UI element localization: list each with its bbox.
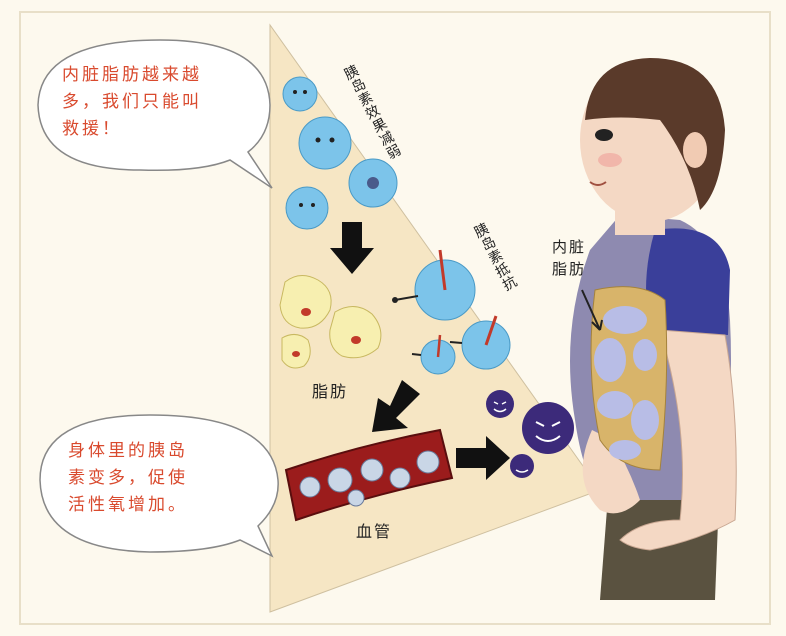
down-arrow-icon bbox=[330, 222, 374, 274]
fat-cell-icon bbox=[281, 334, 311, 369]
ros-icon bbox=[522, 402, 574, 454]
fat-blob bbox=[631, 400, 659, 440]
arm bbox=[619, 329, 737, 551]
hair bbox=[585, 58, 725, 210]
top-speech-bubble bbox=[37, 39, 273, 189]
blue-cell-icon bbox=[282, 76, 318, 112]
fat-cell-icon bbox=[279, 275, 332, 329]
blue-cell-icon bbox=[348, 158, 398, 208]
ear bbox=[683, 132, 707, 168]
eye bbox=[595, 129, 613, 141]
visceral-fat-label: 内脏 脂肪 bbox=[552, 238, 587, 278]
ros-icon bbox=[486, 390, 514, 418]
fat-blob bbox=[594, 338, 626, 382]
fat-pointer-head bbox=[591, 319, 603, 331]
frame bbox=[19, 11, 771, 625]
bottom-bubble-text: 身体里的胰岛 素变多，促使 活性氧增加。 bbox=[68, 441, 188, 515]
blood-vessel bbox=[284, 428, 454, 522]
blue-cell-icon bbox=[411, 334, 456, 375]
person bbox=[570, 58, 737, 600]
fat-blob bbox=[633, 339, 657, 371]
fat-pointer-line bbox=[581, 289, 601, 331]
bottom-speech-bubble bbox=[39, 414, 279, 558]
top-bubble-text: 内脏脂肪越来越 多，我们只能叫 救援！ bbox=[62, 65, 202, 139]
belly bbox=[582, 430, 640, 514]
fat-label: 脂肪 bbox=[312, 382, 349, 401]
blush bbox=[598, 153, 622, 167]
ros-icon bbox=[510, 454, 534, 478]
fat-blob bbox=[597, 391, 633, 419]
sleeve bbox=[646, 228, 730, 335]
blood-vessel-label: 血管 bbox=[356, 522, 393, 541]
right-arrow-icon bbox=[456, 436, 510, 480]
down-arrow-icon bbox=[372, 380, 420, 432]
fat-blob bbox=[603, 306, 647, 334]
mouth bbox=[589, 181, 607, 186]
blue-cell-icon bbox=[285, 186, 329, 230]
fat-cell-icon bbox=[329, 306, 382, 359]
fat-blob bbox=[609, 440, 641, 460]
blue-cell-icon bbox=[392, 249, 476, 321]
blue-cell-icon bbox=[298, 116, 352, 170]
blue-cell-icon bbox=[449, 315, 511, 370]
